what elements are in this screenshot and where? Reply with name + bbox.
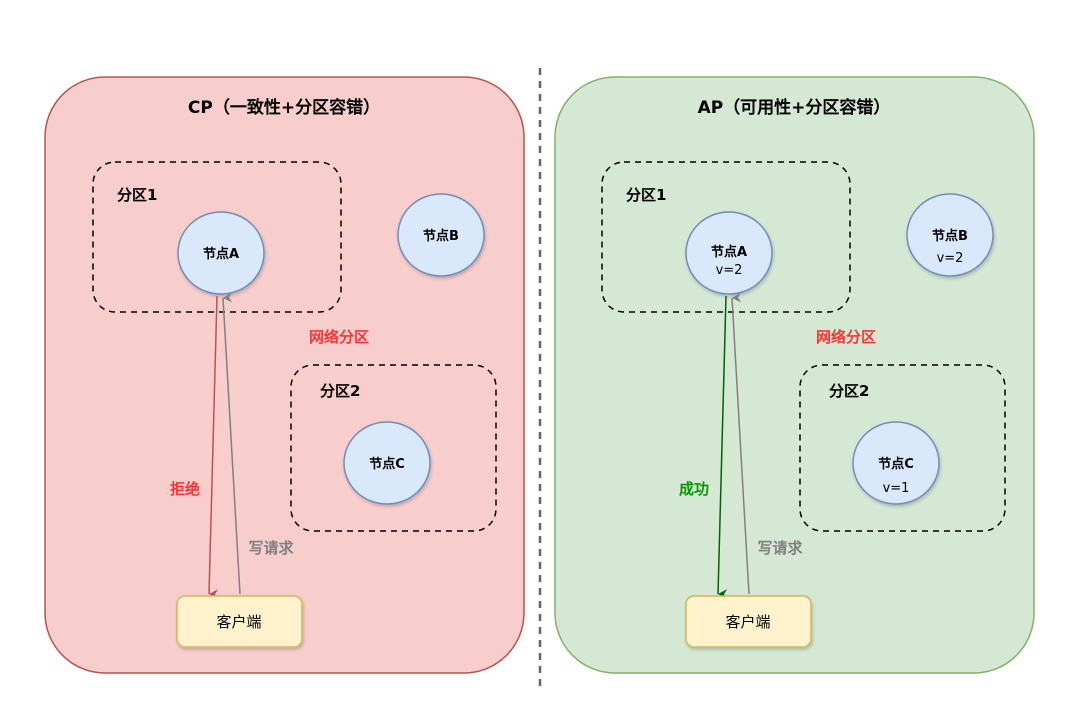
cp-node-c: 节点C: [343, 421, 431, 505]
cp-node-a: 节点A: [177, 211, 265, 295]
cp-reject-arrow: [208, 295, 219, 600]
ap-panel-title: AP（可用性+分区容错）: [698, 97, 891, 118]
ap-node-c-value: v=1: [883, 481, 910, 496]
ap-partition-1-label: 分区1: [626, 186, 666, 204]
ap-node-a-label: 节点A: [711, 244, 747, 260]
cp-node-b-label: 节点B: [423, 228, 459, 244]
cp-panel-background: [44, 76, 525, 674]
cp-reject-label: 拒绝: [170, 480, 200, 498]
ap-node-b-label: 节点B: [932, 228, 968, 244]
cp-write-request-arrow: [222, 292, 241, 595]
ap-node-a: 节点A v=2: [685, 211, 773, 295]
cp-panel: CP（一致性+分区容错） 分区1 节点A 节点B 网络分区 分区2 节点C 拒绝…: [44, 76, 525, 674]
cp-partition-1-box: [92, 161, 342, 313]
ap-success-arrow: [717, 295, 728, 600]
ap-network-partition-label: 网络分区: [816, 328, 876, 346]
cp-client: 客户端: [176, 595, 303, 648]
ap-client-label: 客户端: [725, 613, 770, 631]
cp-partition-1-label: 分区1: [117, 186, 157, 204]
cp-node-c-label: 节点C: [369, 456, 405, 472]
ap-node-c-label: 节点C: [878, 456, 914, 472]
cp-node-a-label: 节点A: [203, 246, 239, 262]
ap-node-c: 节点C v=1: [852, 421, 940, 505]
cp-network-partition-label: 网络分区: [309, 328, 369, 346]
cp-panel-title: CP（一致性+分区容错）: [188, 97, 380, 118]
ap-panel: AP（可用性+分区容错） 分区1 节点A v=2 节点B v=2 网络分区 分区…: [554, 76, 1035, 674]
ap-write-request-arrow: [731, 292, 750, 595]
ap-partition-1-box: [601, 161, 851, 313]
cp-client-label: 客户端: [216, 613, 261, 631]
ap-write-request-label: 写请求: [757, 539, 803, 557]
ap-node-b-value: v=2: [937, 251, 964, 266]
cp-partition-2-label: 分区2: [320, 382, 360, 400]
ap-partition-2-label: 分区2: [829, 382, 869, 400]
cp-write-request-label: 写请求: [248, 539, 294, 557]
ap-node-a-value: v=2: [716, 263, 743, 278]
ap-node-b: 节点B v=2: [906, 193, 994, 277]
ap-panel-background: [554, 76, 1035, 674]
cp-partition-2-box: [290, 364, 497, 532]
ap-partition-2-box: [799, 364, 1006, 532]
cp-node-b: 节点B: [397, 193, 485, 277]
ap-success-label: 成功: [679, 480, 709, 498]
ap-client: 客户端: [685, 595, 812, 648]
